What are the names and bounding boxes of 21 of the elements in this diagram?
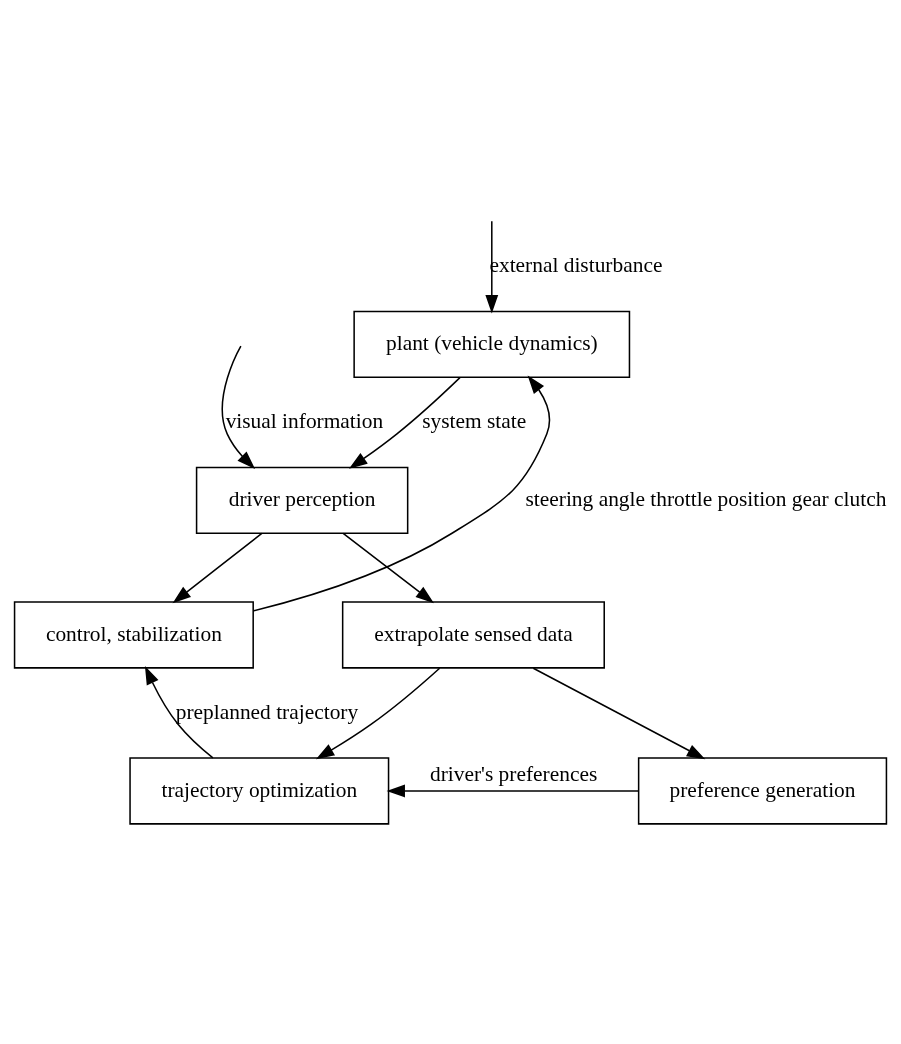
- arrow: [485, 220, 499, 314]
- arrow: [144, 666, 214, 759]
- edge-label: steering angle throttle position gear clutch: [525, 487, 887, 512]
- edge-label: visual information: [225, 409, 384, 434]
- arrow: [172, 532, 263, 604]
- edge-label: preplanned trajectory: [175, 699, 359, 724]
- arrow: [221, 345, 256, 469]
- arrow: [348, 376, 461, 469]
- arrow: [532, 667, 706, 760]
- edge-label: driver's preferences: [429, 761, 598, 786]
- node-box: driver perception: [195, 466, 409, 535]
- arrow: [342, 532, 434, 604]
- edge-label: system state: [422, 409, 527, 434]
- node-box: preference generation: [637, 757, 888, 825]
- node-box: extrapolate sensed data: [341, 601, 605, 669]
- node-box: plant (vehicle dynamics): [353, 310, 631, 378]
- node-box: trajectory optimization: [129, 757, 390, 825]
- arrow: [315, 667, 441, 760]
- arrow: [386, 784, 640, 798]
- arrow: [252, 375, 551, 612]
- node-box: control, stabilization: [13, 601, 254, 669]
